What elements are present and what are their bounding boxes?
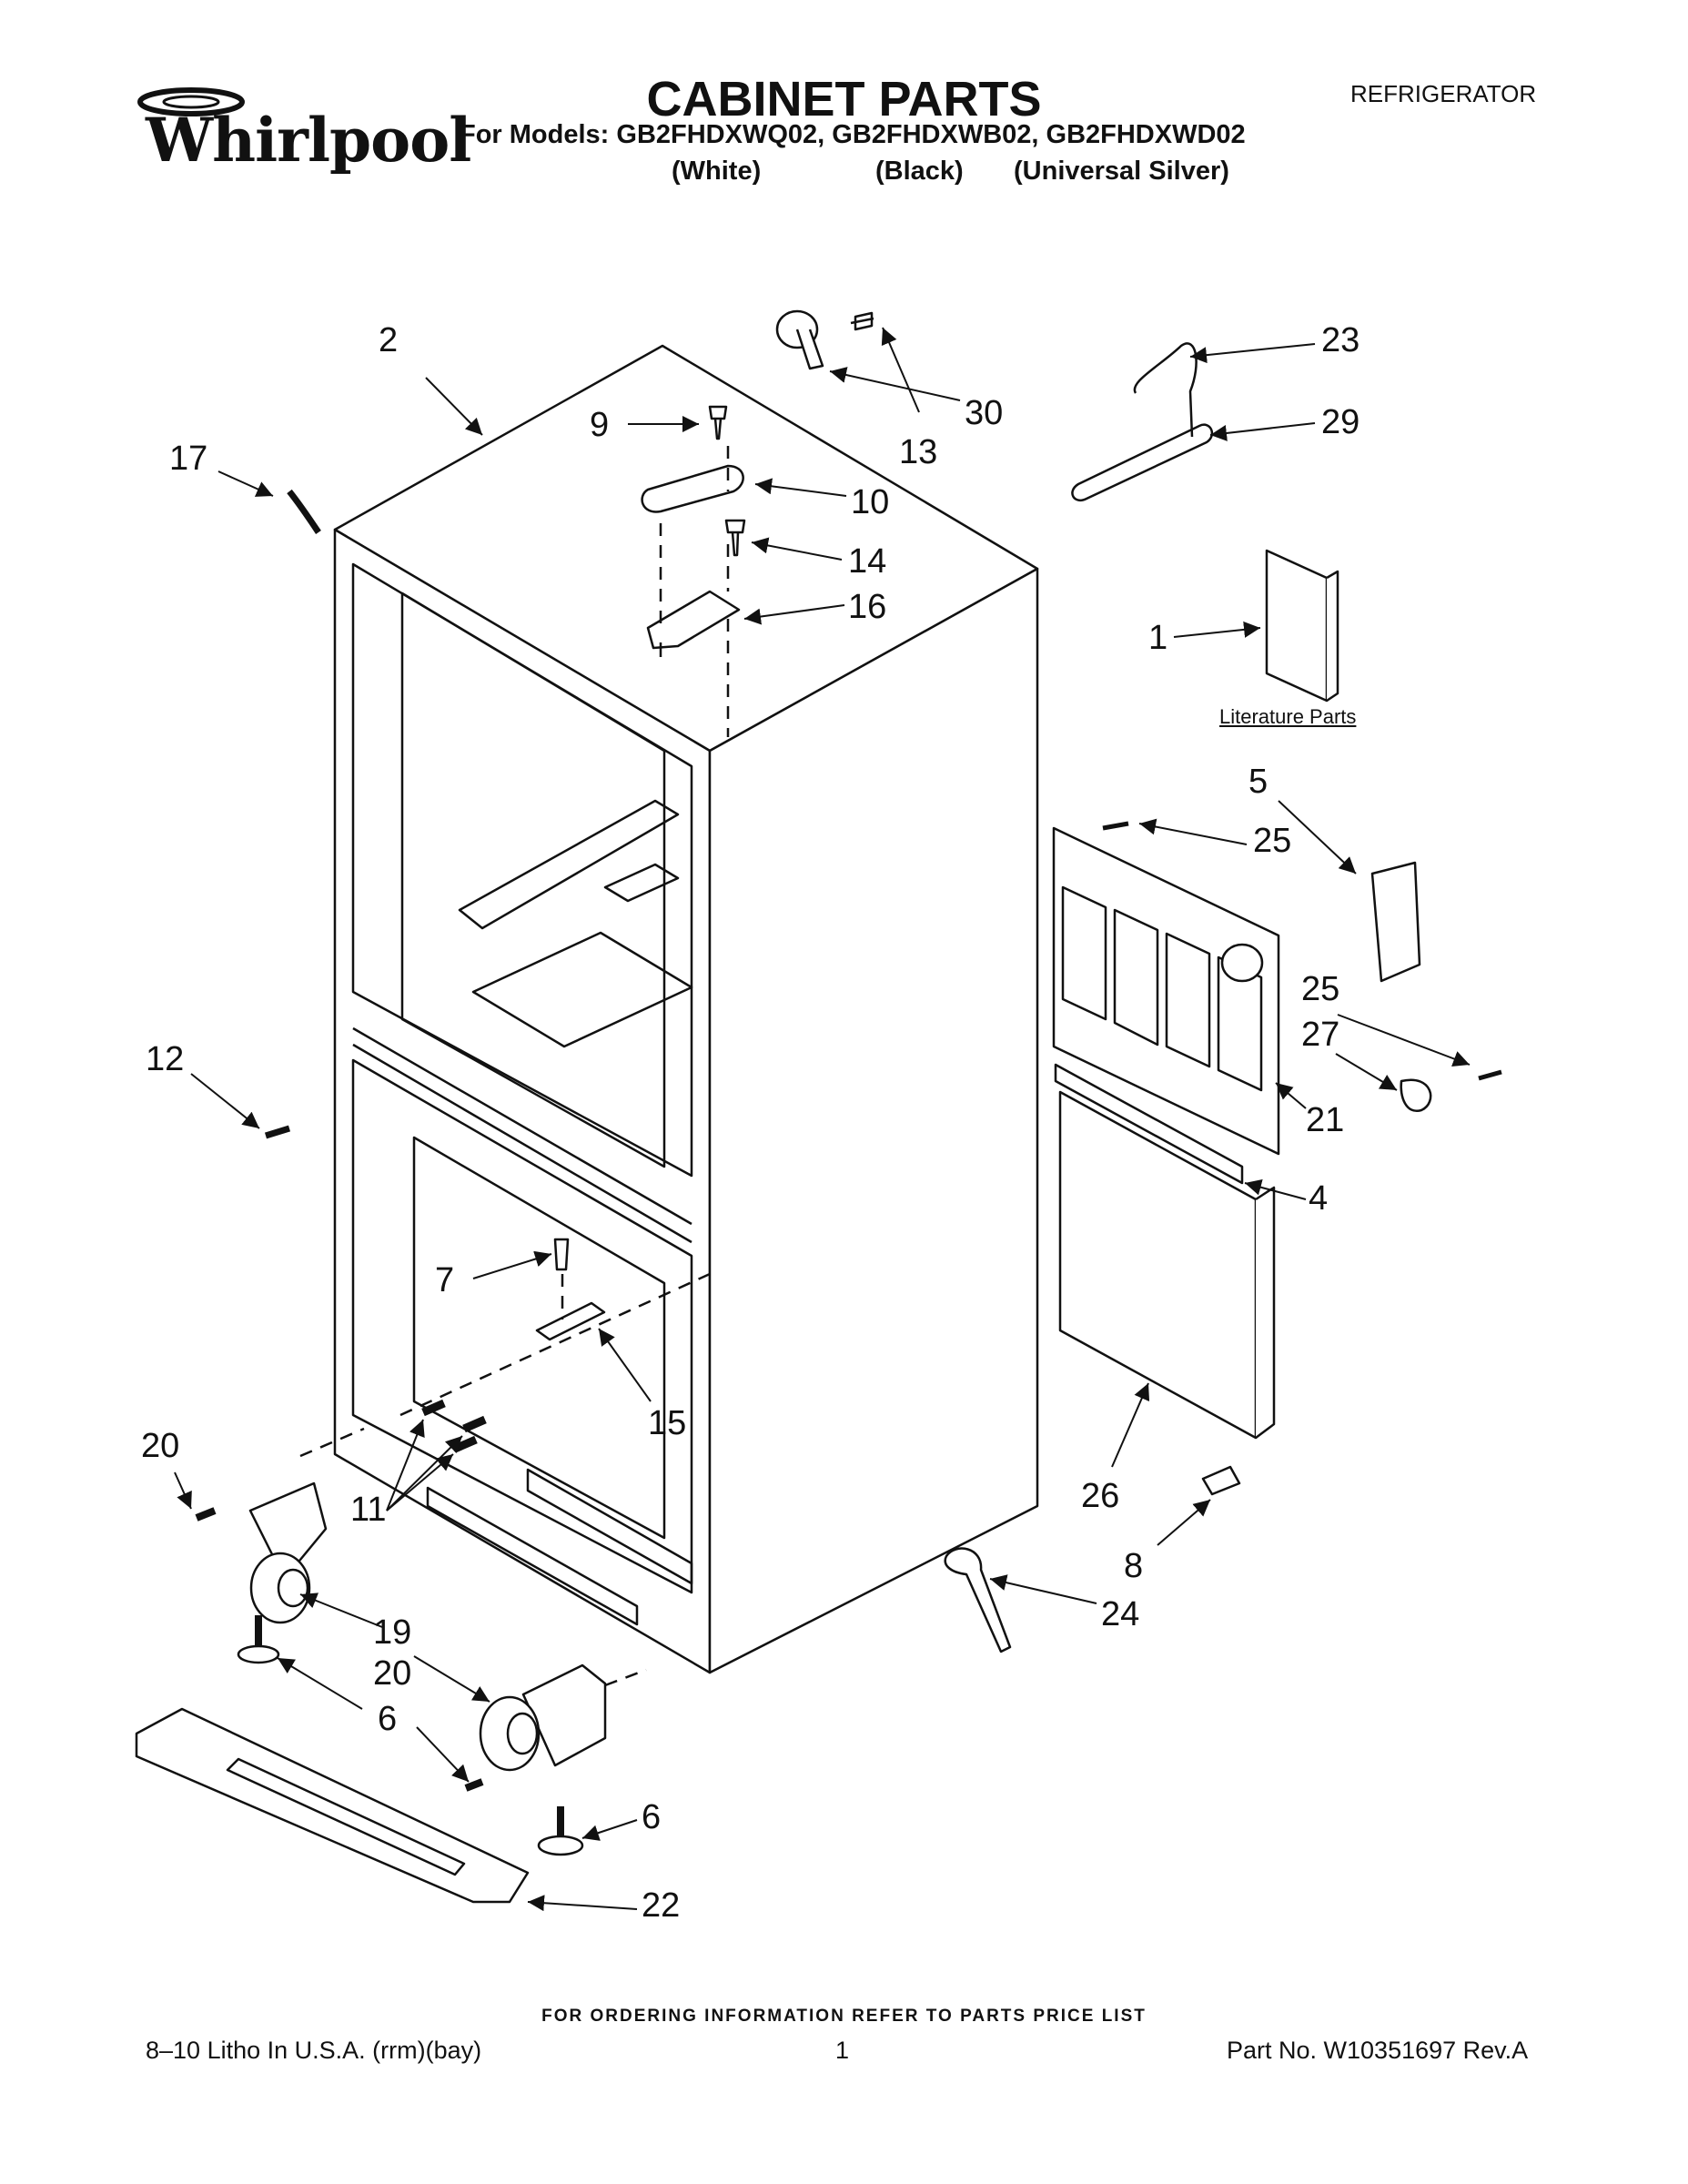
callout-19: 19 xyxy=(373,1613,412,1652)
ordering-note: FOR ORDERING INFORMATION REFER TO PARTS … xyxy=(541,2007,1147,2026)
callout-1: 1 xyxy=(1148,619,1168,657)
literature-book xyxy=(1265,549,1329,703)
top-hinge xyxy=(646,590,741,650)
callout-12: 12 xyxy=(146,1040,185,1078)
left-caster xyxy=(248,1481,328,1567)
callout-7: 7 xyxy=(435,1261,455,1299)
literature-parts-label: Literature Parts xyxy=(1219,705,1357,728)
callout-23: 23 xyxy=(1321,321,1360,359)
part-number: Part No. W10351697 Rev.A xyxy=(1227,2037,1529,2064)
callout-25-right: 25 xyxy=(1301,970,1340,1008)
color-white: (White) xyxy=(672,157,762,186)
kick-panel xyxy=(1058,1090,1258,1440)
callout-16: 16 xyxy=(848,588,887,626)
callout-14: 14 xyxy=(848,542,887,581)
color-universal-silver: (Universal Silver) xyxy=(1014,157,1229,186)
appliance-type: REFRIGERATOR xyxy=(1350,80,1537,107)
callout-27: 27 xyxy=(1301,1016,1340,1054)
bottom-vent-left xyxy=(426,1486,639,1626)
callout-17: 17 xyxy=(169,440,208,478)
callout-29: 29 xyxy=(1321,403,1360,441)
callout-15: 15 xyxy=(648,1404,687,1442)
callout-20-right: 20 xyxy=(373,1654,412,1693)
callout-25-top: 25 xyxy=(1253,822,1292,860)
models-line: For Models: GB2FHDXWQ02, GB2FHDXWB02, GB… xyxy=(460,120,1246,149)
callout-26: 26 xyxy=(1081,1477,1120,1515)
callout-11: 11 xyxy=(350,1491,387,1529)
callout-9: 9 xyxy=(590,406,610,444)
callout-21: 21 xyxy=(1306,1101,1345,1139)
divider-mullion xyxy=(352,1026,692,1244)
callout-5: 5 xyxy=(1248,763,1269,801)
bottom-vent-right xyxy=(526,1468,693,1585)
callout-22: 22 xyxy=(642,1886,681,1925)
callout-6-left: 6 xyxy=(378,1700,398,1738)
freezer-liner xyxy=(351,1058,693,1594)
callout-4: 4 xyxy=(1309,1179,1329,1218)
color-black: (Black) xyxy=(875,157,964,186)
callout-2: 2 xyxy=(379,321,399,359)
callout-24: 24 xyxy=(1101,1595,1140,1633)
litho-info: 8–10 Litho In U.S.A. (rrm)(bay) xyxy=(146,2037,482,2064)
callout-20-left: 20 xyxy=(141,1427,180,1465)
callout-10: 10 xyxy=(851,483,890,521)
callout-13: 13 xyxy=(899,433,938,471)
callout-8: 8 xyxy=(1124,1547,1144,1585)
page-number: 1 xyxy=(835,2037,850,2064)
gasket-strip xyxy=(1054,1063,1244,1185)
page-title: CABINET PARTS xyxy=(646,72,1042,126)
callout-30: 30 xyxy=(965,394,1004,432)
cabinet-right-side xyxy=(708,567,1039,1674)
hinge-cover xyxy=(641,464,744,513)
toe-grille xyxy=(135,1707,530,1904)
callout-6-right: 6 xyxy=(642,1798,662,1836)
right-caster xyxy=(521,1663,607,1767)
brand-name: Whirlpool xyxy=(146,105,471,176)
logo-swirl-icon xyxy=(137,87,245,116)
